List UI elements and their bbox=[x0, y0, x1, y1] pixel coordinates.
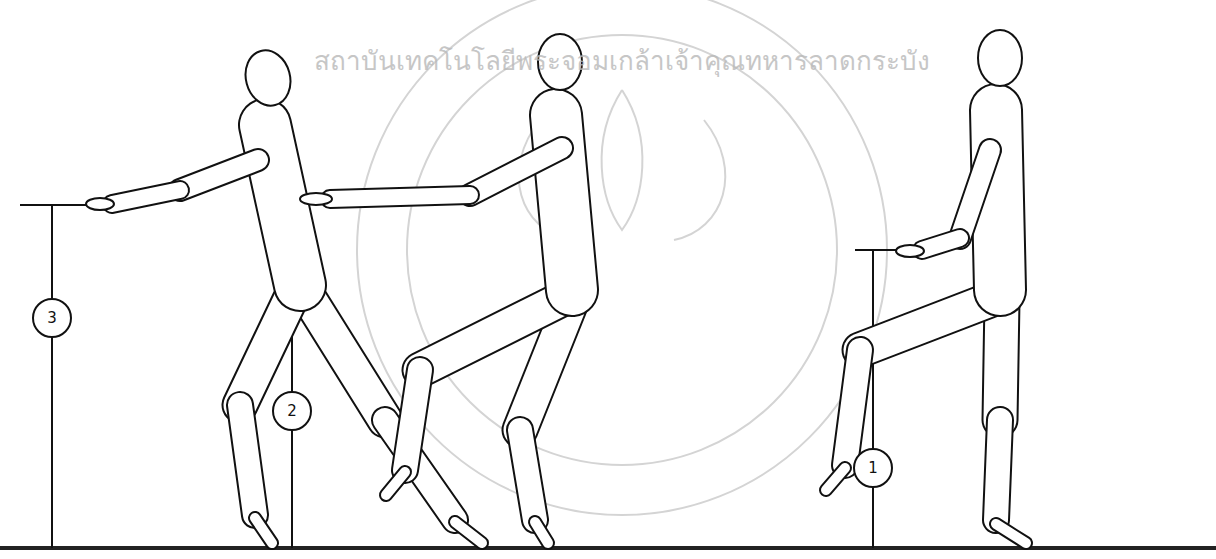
leg bbox=[405, 370, 420, 470]
callout-number: 3 bbox=[32, 298, 72, 338]
foot-outline bbox=[826, 468, 845, 490]
arm-outline bbox=[112, 190, 180, 204]
arm bbox=[330, 195, 470, 199]
leg bbox=[420, 300, 560, 370]
torso bbox=[996, 110, 1000, 290]
foot bbox=[386, 472, 405, 495]
leg-outline bbox=[845, 350, 860, 465]
torso bbox=[265, 125, 300, 285]
leg-outline bbox=[240, 300, 290, 405]
arm-outline bbox=[922, 238, 960, 250]
foot-outline bbox=[455, 522, 482, 543]
torso-outline bbox=[996, 110, 1000, 290]
ground-line bbox=[0, 548, 1216, 549]
head bbox=[978, 30, 1022, 86]
arm bbox=[470, 148, 562, 195]
seal-ring bbox=[357, 0, 887, 515]
foot-outline bbox=[535, 522, 548, 543]
arm bbox=[180, 160, 258, 190]
foot bbox=[535, 522, 548, 543]
leg bbox=[996, 420, 1000, 520]
mannequin-figure bbox=[826, 30, 1026, 543]
torso-outline bbox=[265, 125, 300, 285]
mannequin-figure bbox=[86, 45, 482, 543]
leg-outline bbox=[240, 405, 255, 515]
watermark-text: สถาบันเทคโนโลยีพระจอมเกล้าเจ้าคุณทหารลาด… bbox=[314, 40, 930, 81]
mannequin-figure bbox=[300, 34, 582, 543]
foot bbox=[455, 522, 482, 543]
leg-outline bbox=[1000, 300, 1002, 420]
arm bbox=[960, 150, 990, 238]
leg-outline bbox=[860, 300, 990, 350]
arm-outline bbox=[180, 160, 258, 190]
foot-outline bbox=[996, 524, 1026, 543]
foot-outline bbox=[255, 518, 272, 543]
foot bbox=[826, 468, 845, 490]
dimension-lines bbox=[20, 198, 905, 548]
foot bbox=[996, 524, 1026, 543]
callout-number-text: 1 bbox=[868, 461, 878, 476]
callout-number: 2 bbox=[272, 391, 312, 431]
leg bbox=[860, 300, 990, 350]
leg bbox=[1000, 300, 1002, 420]
leg bbox=[240, 405, 255, 515]
leg bbox=[845, 350, 860, 465]
watermark-seal bbox=[357, 0, 887, 515]
ground-line bbox=[0, 546, 1216, 550]
arm-outline bbox=[330, 195, 470, 199]
leg-outline bbox=[420, 300, 560, 370]
hand bbox=[896, 245, 924, 257]
leg-outline bbox=[310, 300, 385, 420]
foot bbox=[255, 518, 272, 543]
arm bbox=[112, 190, 180, 204]
foot-outline bbox=[386, 472, 405, 495]
callout-number: 1 bbox=[853, 448, 893, 488]
hand bbox=[300, 193, 332, 205]
leg bbox=[240, 300, 290, 405]
callout-number-text: 3 bbox=[47, 311, 57, 326]
head bbox=[240, 45, 297, 110]
leg-outline bbox=[520, 430, 535, 520]
arm-outline bbox=[960, 150, 990, 238]
arm bbox=[922, 238, 960, 250]
hand bbox=[86, 198, 114, 210]
leg bbox=[520, 430, 535, 520]
callout-number-text: 2 bbox=[287, 404, 297, 419]
leg-outline bbox=[405, 370, 420, 470]
leg-outline bbox=[996, 420, 1000, 520]
dimension-line bbox=[20, 205, 90, 548]
arm-outline bbox=[470, 148, 562, 195]
seal-ring bbox=[407, 35, 837, 465]
leg bbox=[310, 300, 385, 420]
